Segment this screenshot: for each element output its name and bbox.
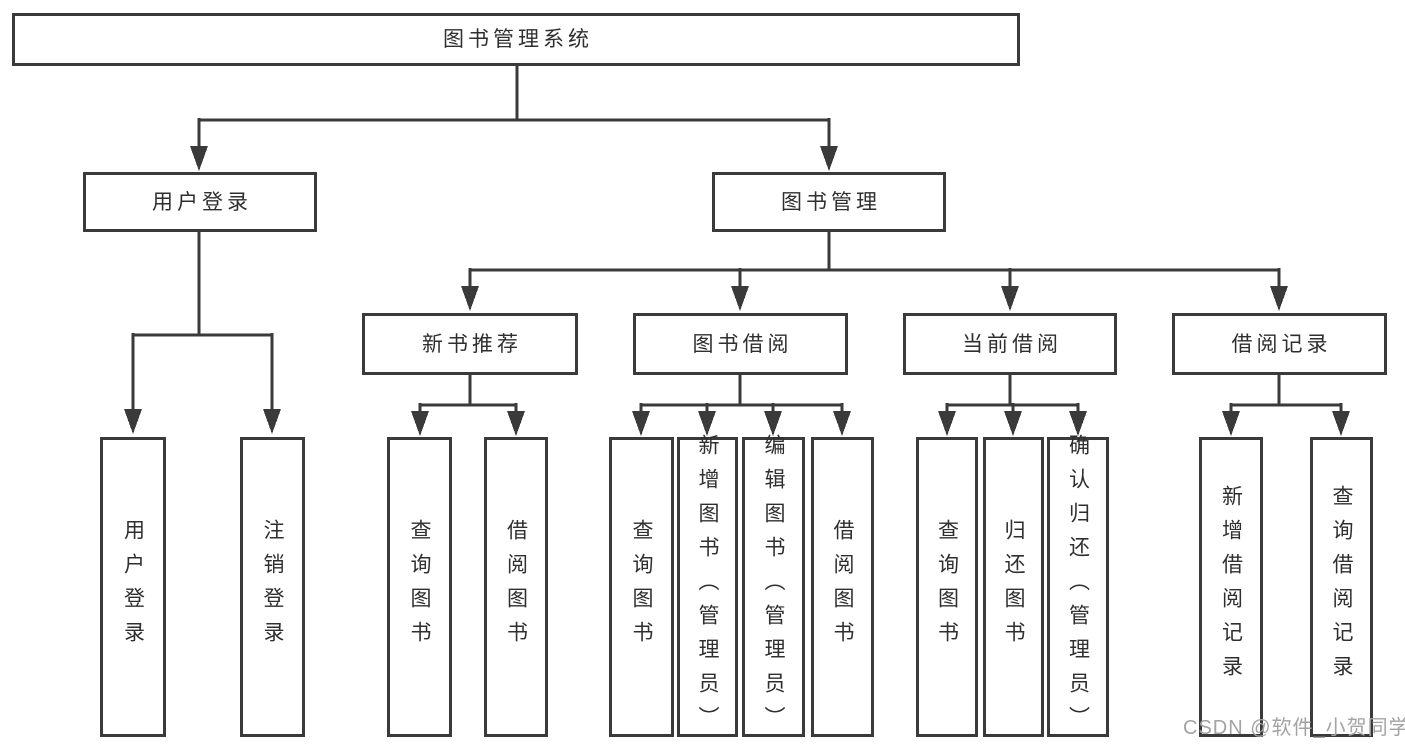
node-label: 当前借阅	[962, 332, 1062, 356]
node-label: 查询图书	[935, 519, 959, 655]
leaf-borrowing-edit-books-admin: 编辑图书（管理员）	[742, 434, 805, 740]
node-current-borrowing: 当前借阅	[903, 313, 1117, 375]
node-borrowing-records: 借阅记录	[1172, 313, 1387, 375]
csdn-watermark: CSDN @软件_小贺同学	[1183, 717, 1405, 739]
node-label: 借阅图书	[504, 519, 528, 655]
leaf-recommend-query-books: 查询图书	[387, 437, 452, 737]
node-label: 借阅记录	[1231, 332, 1332, 356]
node-label: 查询图书	[630, 519, 653, 655]
leaf-borrowing-add-books-admin: 新增图书（管理员）	[677, 434, 738, 740]
node-user-login: 用户登录	[83, 172, 317, 232]
node-label: 归还图书	[1002, 519, 1025, 655]
node-label: 新增借阅记录	[1219, 485, 1243, 689]
node-book-borrowing: 图书借阅	[633, 313, 848, 375]
node-book-management: 图书管理	[712, 172, 946, 232]
leaf-current-return-books: 归还图书	[983, 437, 1044, 737]
node-label: 确认归还（管理员）	[1066, 434, 1090, 740]
node-label: 新增图书（管理员）	[696, 434, 719, 740]
node-label: 用户登录	[152, 190, 252, 214]
leaf-current-query-books: 查询图书	[916, 437, 978, 737]
leaf-borrowing-query-books: 查询图书	[609, 437, 674, 737]
node-label: 编辑图书（管理员）	[762, 434, 785, 740]
node-library-management-system: 图书管理系统	[12, 13, 1020, 66]
node-label: 新书推荐	[422, 332, 522, 356]
node-label: 借阅图书	[831, 519, 854, 655]
leaf-current-confirm-return-admin: 确认归还（管理员）	[1047, 434, 1109, 740]
node-label: 图书借阅	[692, 332, 793, 356]
node-label: 查询借阅记录	[1330, 485, 1353, 689]
leaf-borrowing-borrow-books: 借阅图书	[811, 437, 874, 737]
leaf-logout: 注销登录	[240, 437, 305, 737]
leaf-records-query-record: 查询借阅记录	[1310, 437, 1373, 737]
node-label: 图书管理系统	[443, 28, 593, 51]
leaf-records-add-record: 新增借阅记录	[1199, 437, 1263, 737]
node-label: 查询图书	[408, 519, 431, 655]
node-label: 用户登录	[121, 519, 145, 655]
node-new-book-recommend: 新书推荐	[362, 313, 578, 375]
node-label: 注销登录	[261, 519, 284, 655]
node-label: 图书管理	[781, 190, 881, 214]
leaf-user-login: 用户登录	[100, 437, 166, 737]
leaf-recommend-borrow-books: 借阅图书	[484, 437, 548, 737]
